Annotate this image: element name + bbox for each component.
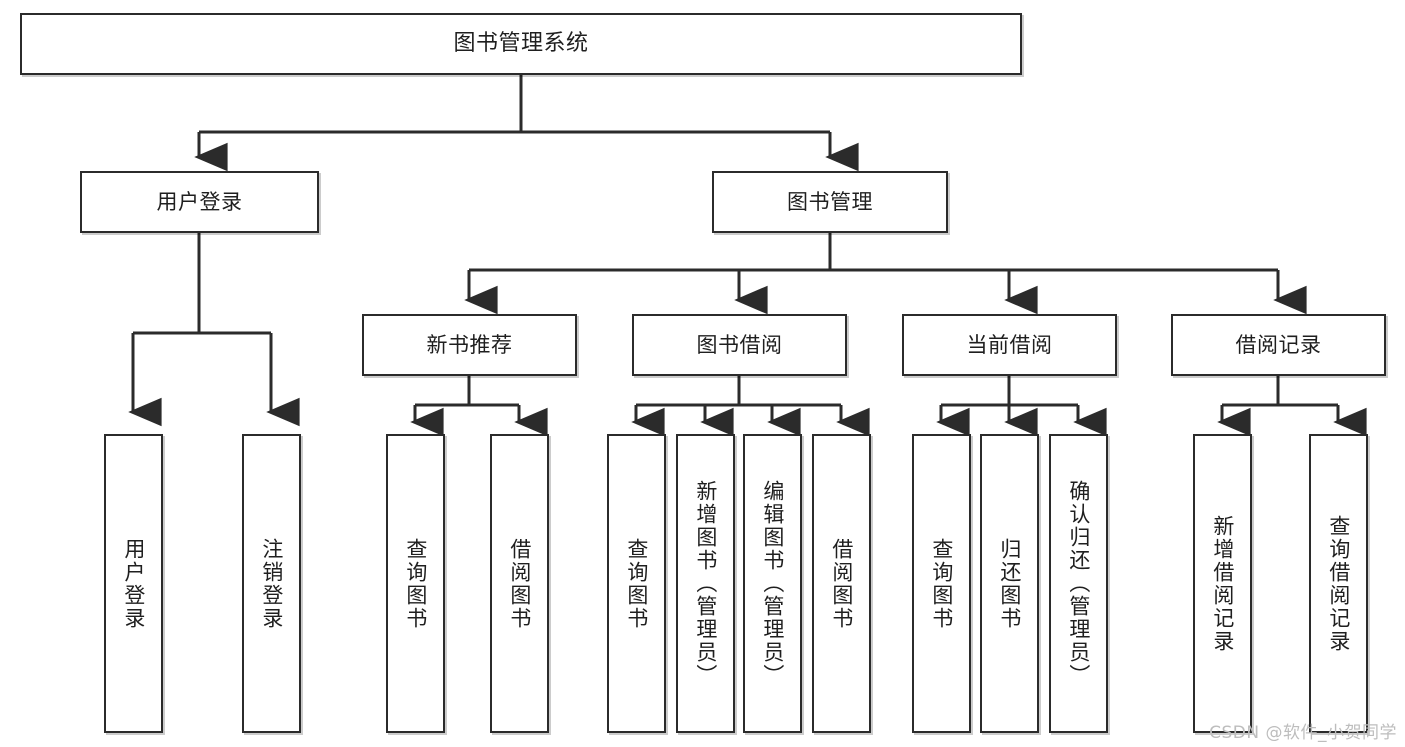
node-leaf-edit-book-admin[interactable]: 编辑图书（管理员） [743, 434, 802, 733]
node-leaf-borrow-book[interactable]: 借阅图书 [812, 434, 871, 733]
node-label: 查询图书 [624, 537, 649, 630]
node-root-book-management-system[interactable]: 图书管理系统 [20, 13, 1022, 75]
node-leaf-logout[interactable]: 注销登录 [242, 434, 301, 733]
node-leaf-return-book[interactable]: 归还图书 [980, 434, 1039, 733]
csdn-watermark: CSDN @软件_小贺同学 [1209, 723, 1397, 743]
node-label: 新增借阅记录 [1210, 514, 1235, 653]
node-label: 新书推荐 [426, 332, 513, 357]
node-label: 当前借阅 [966, 332, 1053, 357]
node-book-management[interactable]: 图书管理 [712, 171, 948, 233]
node-label: 注销登录 [259, 537, 284, 630]
node-leaf-borrow-book-new[interactable]: 借阅图书 [490, 434, 549, 733]
node-leaf-add-book-admin[interactable]: 新增图书（管理员） [676, 434, 735, 733]
node-leaf-add-borrow-record[interactable]: 新增借阅记录 [1193, 434, 1252, 733]
node-label: 图书管理系统 [453, 31, 589, 57]
node-label: 图书借阅 [696, 332, 783, 357]
node-leaf-query-book-borrow[interactable]: 查询图书 [607, 434, 666, 733]
node-label: 借阅图书 [829, 537, 854, 630]
node-new-book-recommendation[interactable]: 新书推荐 [362, 314, 577, 376]
node-label: 借阅记录 [1235, 332, 1322, 357]
node-book-borrowing[interactable]: 图书借阅 [632, 314, 847, 376]
node-label: 查询图书 [929, 537, 954, 630]
node-user-login[interactable]: 用户登录 [80, 171, 319, 233]
node-label: 归还图书 [997, 537, 1022, 630]
node-label: 确认归还（管理员） [1066, 480, 1091, 687]
node-leaf-user-login[interactable]: 用户登录 [104, 434, 163, 733]
node-label: 用户登录 [156, 189, 243, 214]
node-leaf-confirm-return-admin[interactable]: 确认归还（管理员） [1049, 434, 1108, 733]
node-label: 新增图书（管理员） [693, 480, 718, 687]
node-borrowing-record[interactable]: 借阅记录 [1171, 314, 1386, 376]
node-label: 用户登录 [121, 537, 146, 630]
node-label: 借阅图书 [507, 537, 532, 630]
node-label: 查询借阅记录 [1326, 514, 1351, 653]
node-leaf-query-book-new[interactable]: 查询图书 [386, 434, 445, 733]
node-label: 编辑图书（管理员） [760, 480, 785, 687]
node-label: 图书管理 [787, 189, 873, 214]
node-leaf-query-book-current[interactable]: 查询图书 [912, 434, 971, 733]
node-current-borrowing[interactable]: 当前借阅 [902, 314, 1117, 376]
node-leaf-query-borrow-record[interactable]: 查询借阅记录 [1309, 434, 1368, 733]
node-label: 查询图书 [403, 537, 428, 630]
